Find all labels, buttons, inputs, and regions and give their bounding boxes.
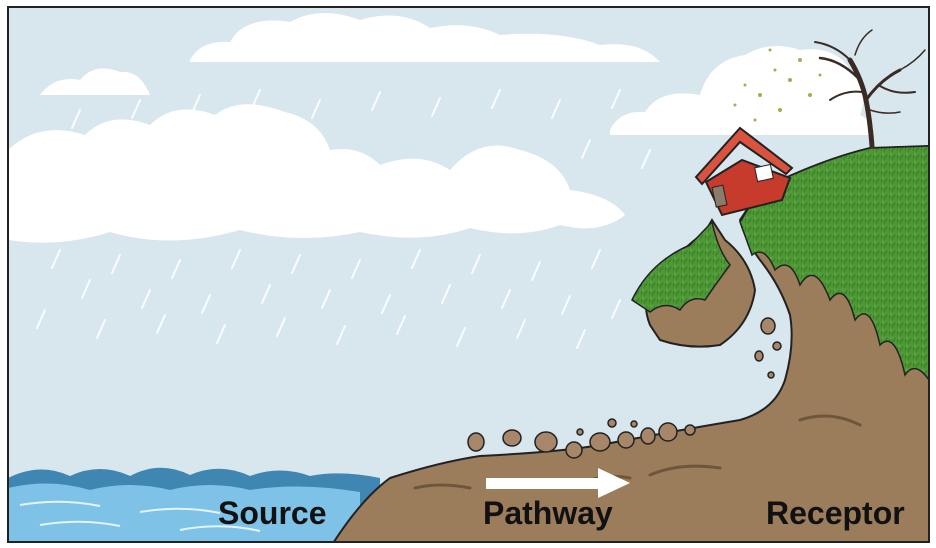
sea	[8, 467, 380, 542]
blowing-leaves	[733, 48, 822, 122]
clouds	[8, 12, 874, 243]
source-label: Source	[218, 495, 327, 531]
debris-rocks	[467, 418, 696, 459]
falling-rocks	[754, 317, 782, 379]
receptor-label: Receptor	[766, 495, 905, 531]
pathway-label: Pathway	[483, 495, 613, 531]
frame-border	[7, 6, 930, 543]
house-icon	[694, 126, 794, 217]
arrow-right-icon	[486, 468, 630, 498]
cliff-grass	[739, 145, 929, 382]
rain	[36, 89, 651, 349]
falling-chunk	[631, 218, 757, 348]
tree-icon	[814, 29, 926, 149]
